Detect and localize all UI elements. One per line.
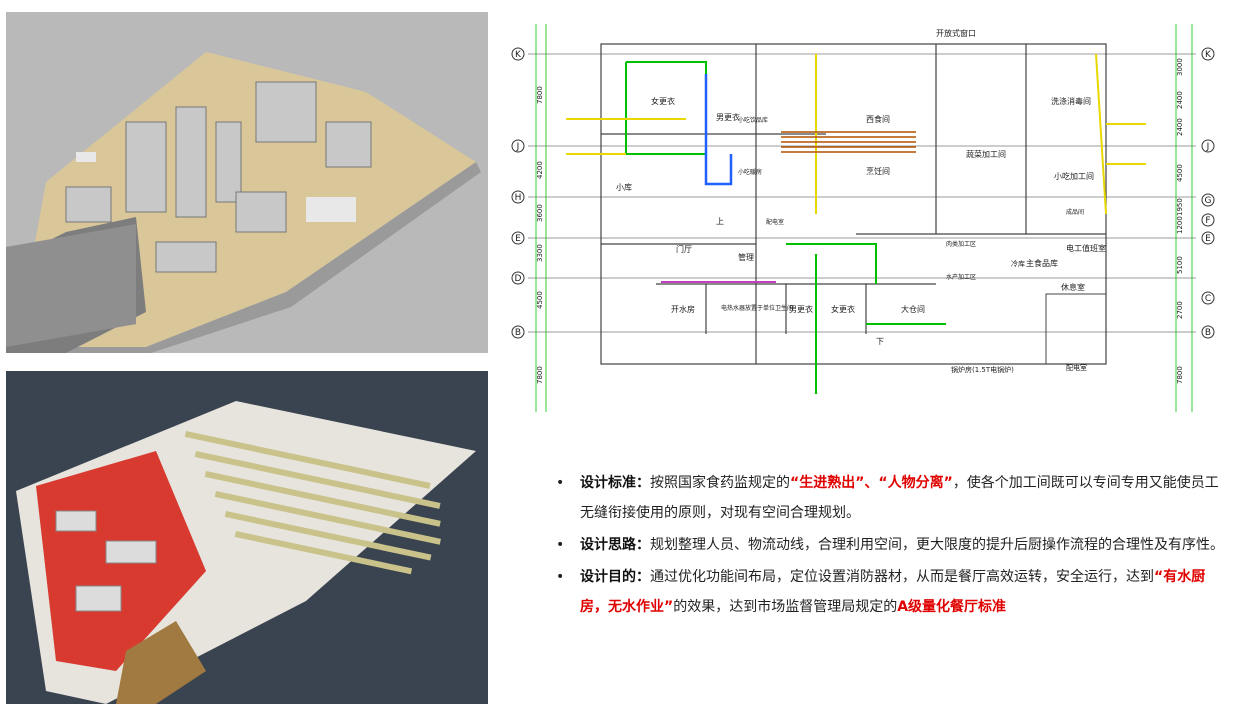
axis-label-left-h: H — [515, 193, 522, 203]
dim-right-5: 1200 — [1176, 216, 1184, 234]
bullet-purpose-mid: 的效果，达到市场监督管理局规定的 — [673, 599, 898, 615]
axis-label-right-g: G — [1205, 196, 1212, 206]
room-big-storage: 大仓间 — [901, 304, 925, 314]
dim-right-3: 4500 — [1176, 164, 1184, 182]
room-rest: 休息室 — [1061, 282, 1085, 292]
room-snack-processing: 小吃加工间 — [1054, 171, 1094, 181]
room-western-kitchen: 西食间 — [866, 114, 890, 124]
restaurant-3d-render-bottom — [6, 371, 488, 704]
room-boiler: 锅炉房(1.5T电锅炉) — [951, 365, 1014, 374]
room-small-warehouse: 小库 — [616, 182, 632, 192]
room-cleaning-disinfection: 洗涤消毒间 — [1051, 96, 1091, 106]
bullet-purpose-highlight2: A级量化餐厅标准 — [897, 599, 1007, 615]
kitchen-3d-render-top — [6, 12, 488, 353]
room-meat-processing: 肉类加工区 — [946, 240, 976, 248]
room-management: 管理 — [738, 252, 754, 262]
dim-left-5: 7800 — [536, 366, 544, 384]
bullet-standard: • 设计标准：按照国家食药监规定的“生进熟出”、“人物分离”，使各个加工间既可以… — [554, 468, 1230, 528]
room-distribution: 配电室 — [1066, 363, 1087, 372]
room-water: 开水房 — [671, 304, 695, 314]
label-up: 上 — [716, 217, 724, 226]
cad-floor-plan: K J H E D B K J G F E C B 7800 — [506, 14, 1222, 418]
bullet-standard-post: ，使各个加工间既可以专间专用又能使员工无缝衔接使用的原则，对现有空间合理规划。 — [580, 475, 1219, 521]
room-staple-food: 主食品库 — [1026, 258, 1058, 268]
bullet-dot-icon: • — [556, 537, 565, 553]
axis-label-right-e: E — [1205, 234, 1211, 244]
axis-label-right-k: K — [1205, 50, 1212, 60]
bullet-approach-text: 规划整理人员、物流动线，合理利用空间，更大限度的提升后厨操作流程的合理性及有序性… — [650, 537, 1224, 553]
dim-left-4: 4500 — [536, 291, 544, 309]
axis-label-left-b: B — [515, 328, 521, 338]
axis-label-left-j: J — [516, 142, 520, 152]
dim-left-2: 3600 — [536, 204, 544, 222]
floor-plan-drawing: K J H E D B K J G F E C B 7800 — [511, 24, 1215, 412]
room-finishing: 成品间 — [1066, 208, 1084, 216]
bullet-standard-pre: 按照国家食药监规定的 — [650, 475, 790, 491]
axis-label-right-f: F — [1205, 216, 1210, 226]
room-power: 电工值班室 — [1066, 243, 1106, 253]
bullet-dot-icon: • — [556, 475, 565, 491]
bullet-purpose-highlight1: “有水厨房，无水作业” — [580, 569, 1206, 615]
axis-label-left-d: D — [515, 274, 522, 284]
kitchen-render-illustration — [6, 52, 481, 353]
room-male-locker: 男更衣 — [789, 304, 813, 314]
room-snack-hot: 小吃暖房 — [738, 168, 762, 176]
label-down: 下 — [876, 337, 884, 346]
bullet-dot-icon: • — [556, 569, 565, 585]
room-electric-water-heater: 电热水器放置于单位卫生间 — [721, 304, 793, 312]
axis-label-left-k: K — [515, 50, 522, 60]
room-hot-kitchen: 烹饪间 — [866, 166, 890, 176]
dim-right-8: 7800 — [1176, 366, 1184, 384]
dim-right-2: 2400 — [1176, 118, 1184, 136]
dim-right-6: 5100 — [1176, 256, 1184, 274]
bullet-purpose-title: 设计目的： — [580, 569, 650, 585]
design-notes: • 设计标准：按照国家食药监规定的“生进熟出”、“人物分离”，使各个加工间既可以… — [554, 468, 1230, 624]
restaurant-render-illustration — [16, 401, 476, 704]
axis-label-left-e: E — [515, 234, 521, 244]
room-opening-window: 开放式窗口 — [936, 28, 976, 38]
dim-right-1: 2400 — [1176, 91, 1184, 109]
dim-left-1: 4200 — [536, 161, 544, 179]
room-lobby: 门厅 — [676, 244, 692, 254]
room-cold-storage: 冷库 — [1011, 259, 1025, 268]
room-dish-delivery: 配电室 — [766, 218, 784, 226]
dim-right-4: 1950 — [1176, 198, 1184, 216]
left-axis-markers — [511, 47, 525, 339]
room-snack-drinks: 小吃饮品库 — [738, 116, 768, 124]
room-female-locker-top: 女更衣 — [651, 96, 675, 106]
dim-left-3: 3300 — [536, 244, 544, 262]
room-male-locker-mid: 男更衣 — [716, 112, 740, 122]
bullet-purpose-pre: 通过优化功能间布局，定位设置消防器材，从而是餐厅高效运转，安全运行，达到 — [650, 569, 1154, 585]
room-seafood-processing: 水产加工区 — [946, 273, 976, 281]
room-vegetable-processing: 蔬菜加工间 — [966, 149, 1006, 159]
bullet-approach: • 设计思路：规划整理人员、物流动线，合理利用空间，更大限度的提升后厨操作流程的… — [554, 530, 1230, 560]
dim-right-7: 2700 — [1176, 301, 1184, 319]
axis-label-right-c: C — [1205, 294, 1211, 304]
dim-right-0: 3000 — [1176, 58, 1184, 76]
room-female-locker: 女更衣 — [831, 304, 855, 314]
axis-label-right-j: J — [1206, 142, 1210, 152]
bullet-purpose: • 设计目的：通过优化功能间布局，定位设置消防器材，从而是餐厅高效运转，安全运行… — [554, 562, 1230, 622]
bullet-standard-title: 设计标准： — [580, 475, 650, 491]
bullet-approach-title: 设计思路： — [580, 537, 650, 553]
bullet-standard-highlight: “生进熟出”、“人物分离” — [790, 475, 953, 491]
axis-label-right-b: B — [1205, 328, 1211, 338]
dim-left-0: 7800 — [536, 86, 544, 104]
